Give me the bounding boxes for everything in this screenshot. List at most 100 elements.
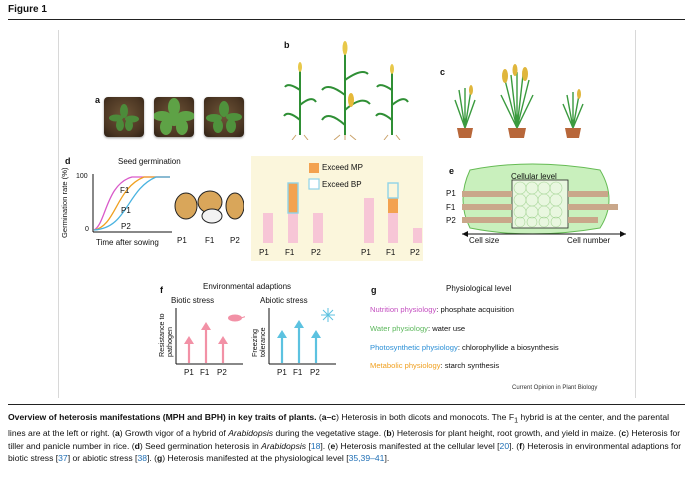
germination-ylabel: Germination rate (%): [60, 167, 69, 238]
panel-label-d: d: [65, 156, 71, 166]
bar-g2-p1: [364, 198, 374, 243]
legend-swatch-mp: [309, 163, 319, 173]
caption-italic: Arabidopsis: [261, 440, 307, 451]
abiotic-x-p1: P1: [277, 368, 287, 377]
curve-p2: [93, 176, 170, 231]
bar-g1-f1-base: [288, 203, 298, 243]
citation-link[interactable]: 20: [499, 440, 510, 451]
cellular-level-diagram: [462, 163, 626, 237]
caption-panel-ref: b: [386, 428, 392, 439]
caption-panel-ref: a: [115, 428, 120, 439]
abiotic-title: Abiotic stress: [260, 296, 308, 305]
snowflake-icon: [321, 308, 335, 322]
cellular-row-f1: F1: [446, 203, 456, 212]
legend-swatch-bp: [308, 178, 320, 190]
caption-text: ) Heterosis for tiller and panicle numbe…: [8, 428, 681, 451]
biotic-x-p1: P1: [184, 368, 194, 377]
caption-panel-ref: e: [330, 440, 336, 451]
caption-text: ]. (: [320, 440, 331, 451]
figure-caption: Overview of heterosis manifestations (MP…: [8, 411, 684, 464]
bar-g2-f1-mp: [388, 198, 398, 213]
germination-curve-plot: [92, 174, 172, 233]
physiology-line-photosynthetic: Photosynthetic physiology: chlorophyllid…: [370, 343, 559, 352]
panel-label-c: c: [440, 67, 446, 77]
bar-g1-f1-bp: [287, 182, 299, 214]
bar-g1-p1: [263, 213, 273, 243]
biotic-x-f1: F1: [200, 368, 210, 377]
caption-text: during the vegetative stage. (: [273, 428, 387, 439]
biotic-title: Biotic stress: [171, 296, 215, 305]
physiology-water-suffix: : water use: [427, 324, 466, 333]
biotic-x-p2: P2: [217, 368, 227, 377]
abiotic-x-f1: F1: [293, 368, 303, 377]
physiology-photosynthetic-prefix: Photosynthetic physiology: [370, 343, 458, 352]
caption-italic: Arabidopsis: [228, 428, 274, 439]
cellular-row-p2: P2: [446, 216, 456, 225]
panel-label-a: a: [95, 95, 101, 105]
physiology-metabolic-suffix: : starch synthesis: [440, 361, 500, 370]
abiotic-arrow-plot: [268, 308, 336, 365]
seed-illustration: [174, 190, 244, 224]
panel-label-f: f: [160, 285, 163, 295]
citation-link[interactable]: 37: [58, 452, 68, 463]
physiology-metabolic-prefix: Metabolic physiology: [370, 361, 441, 370]
caption-text: ) Seed germination heterosis in: [139, 440, 262, 451]
bar-g1-f1-mp: [288, 183, 298, 213]
heterosis-bar-chart: [263, 163, 422, 243]
caption-subscript: 1: [514, 416, 519, 425]
arabidopsis-pot-f1: [153, 97, 195, 137]
bar-g2-f1-bp: [387, 182, 399, 199]
caption-text: ) Heterosis in environmental adaptions f…: [8, 440, 682, 463]
arabidopsis-pot-p1: [104, 97, 144, 137]
physiology-line-water: Water physiology: water use: [370, 324, 465, 333]
caption-text: ] or abiotic stress [: [67, 452, 138, 463]
caption-text: [: [306, 440, 311, 451]
curve-label-p1: P1: [121, 206, 131, 215]
abiotic-ylabel: Freezing tolerance: [250, 327, 267, 357]
maize-plants-illustration: [283, 41, 409, 140]
bar-label-g1-f1: F1: [285, 248, 295, 257]
journal-source: Current Opinion in Plant Biology: [512, 385, 598, 391]
caption-text: ]. (: [509, 440, 520, 451]
caption-panel-ref: f: [519, 440, 523, 451]
bar-label-g1-p1: P1: [259, 248, 269, 257]
bar-label-g2-p2: P2: [410, 248, 420, 257]
caption-title: Overview of heterosis manifestations (MP…: [8, 412, 317, 422]
abiotic-x-p2: P2: [310, 368, 320, 377]
figure-frame: [58, 30, 636, 398]
bar-g1-p2: [313, 213, 323, 243]
seed-label-p1: P1: [177, 236, 187, 245]
citation-link[interactable]: 38: [137, 452, 148, 463]
germination-ymin: 0: [85, 226, 89, 233]
seed-label-p2: P2: [230, 236, 240, 245]
curve-label-f1: F1: [120, 186, 130, 195]
biotic-arrow-plot: [175, 308, 245, 365]
caption-text: hybrid is at the center, and the parenta…: [8, 412, 670, 439]
germination-xlabel: Time after sowing: [96, 238, 159, 247]
caption-text: ]. (: [147, 452, 158, 463]
top-rule: [8, 19, 685, 20]
physiology-photosynthetic-suffix: : chlorophyllide a biosynthesis: [457, 343, 559, 352]
legend-exceed-bp: Exceed BP: [322, 180, 362, 189]
bar-g2-p2: [413, 228, 422, 243]
cellular-row-p1: P1: [446, 189, 456, 198]
physiology-line-nutrition: Nutrition physiology: phosphate acquisit…: [370, 305, 514, 314]
caption-text: ].: [384, 452, 390, 463]
bar-g2-f1-base: [388, 211, 398, 243]
cell-number-label: Cell number: [567, 236, 611, 245]
caption-panel-ref: c: [621, 428, 627, 439]
legend-exceed-mp: Exceed MP: [322, 163, 363, 172]
rosette-medium-icon: [206, 101, 242, 133]
caption-text: ) Growth vigor of a hybrid of: [119, 428, 229, 439]
caption-panel-ref: g: [157, 452, 163, 463]
citation-link[interactable]: 35,39–41: [348, 452, 385, 463]
citation-link[interactable]: 18: [310, 440, 321, 451]
figure-label: Figure 1: [8, 4, 47, 15]
biotic-ylabel: Resistance to pathogen: [157, 313, 174, 357]
curve-f1: [93, 176, 170, 231]
germination-ymax: 100: [76, 173, 88, 180]
curve-p1: [93, 176, 170, 231]
rosette-small-icon: [109, 104, 139, 131]
caption-panel-ref: d: [134, 440, 140, 451]
physiological-title: Physiological level: [446, 284, 512, 293]
